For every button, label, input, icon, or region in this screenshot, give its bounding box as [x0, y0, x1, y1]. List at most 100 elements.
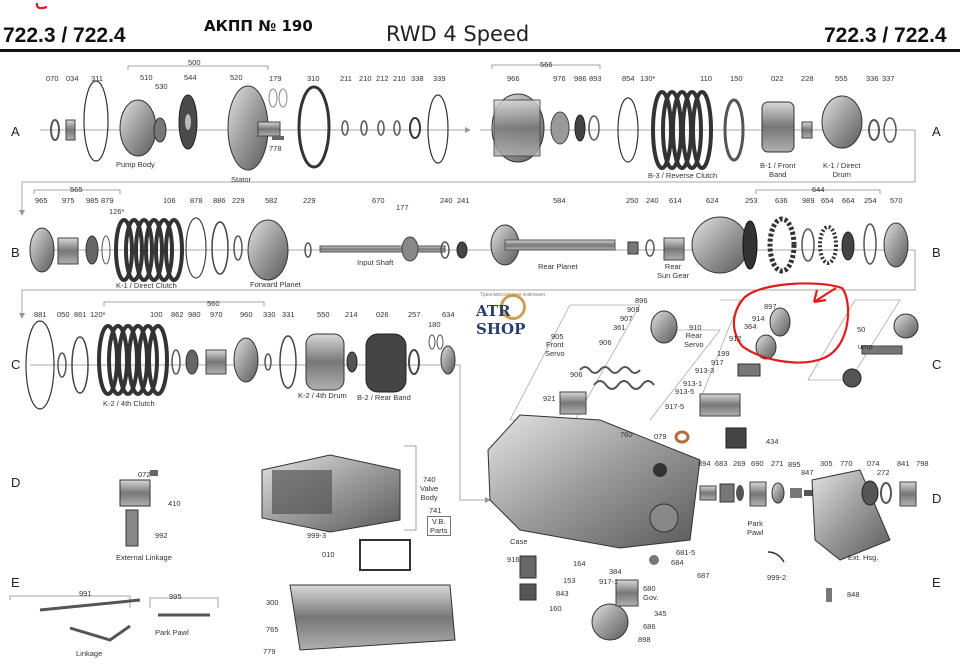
part-number: 240	[440, 196, 453, 205]
label-rear-servo-line1: Rear	[685, 331, 702, 340]
label-b1-line1: B-1 / Front	[760, 161, 796, 170]
label-rear-servo-line2: Servo	[684, 340, 704, 349]
label-k1-drum-line1: K-1 / Direct	[823, 161, 861, 170]
part-number: 106	[163, 196, 176, 205]
part-number: 211	[340, 74, 352, 83]
part-number: 331	[282, 310, 295, 319]
model-right: 722.3 / 722.4	[824, 24, 947, 47]
flow-line-c	[30, 364, 491, 503]
label-gov: Gov.	[643, 593, 659, 602]
part-number: 841	[897, 459, 910, 468]
row-label-a-right: A	[932, 124, 941, 139]
atr-shop-logo: Трансмиссионная компания ATR SHOP	[472, 290, 562, 338]
part-number: 110	[700, 74, 712, 83]
part-number: 917-5	[665, 402, 685, 411]
part-number: 253	[745, 196, 758, 205]
part-number: 917-1	[599, 577, 619, 586]
part-number: 570	[890, 196, 903, 205]
part-number: 177	[396, 203, 409, 212]
part-number: 681-5	[676, 548, 696, 557]
part-number: 210	[393, 74, 406, 83]
part-number: 910	[689, 323, 702, 332]
row-label-e-right: E	[932, 575, 941, 590]
row-label-a-left: A	[11, 124, 20, 139]
label-forward-planet: Forward Planet	[250, 280, 301, 289]
part-number: 624	[706, 196, 719, 205]
part-number: 992	[155, 531, 168, 540]
page-title: RWD 4 Speed	[386, 22, 530, 46]
part-number: 120*	[90, 310, 106, 319]
logo-text: ATR SHOP	[476, 302, 526, 338]
part-number: 636	[775, 196, 788, 205]
part-number: 272	[877, 468, 890, 477]
label-front-servo-line2: Servo	[545, 349, 565, 358]
part-number: 798	[916, 459, 929, 468]
part-number: 741	[429, 506, 442, 515]
label-pump-fragment: ump	[858, 342, 873, 351]
label-b3: B-3 / Reverse Clutch	[648, 171, 718, 180]
part-number: 582	[265, 196, 278, 205]
gear-icon	[500, 294, 526, 320]
part-number: 654	[821, 196, 834, 205]
part-number: 566	[540, 60, 553, 69]
part-number: 305	[820, 459, 833, 468]
part-number: 914	[752, 314, 765, 323]
part-number: 986	[574, 74, 587, 83]
label-b2: B-2 / Rear Band	[357, 393, 411, 402]
part-number: 664	[842, 196, 855, 205]
label-b1-line2: Band	[768, 170, 787, 179]
red-mark-icon	[35, 2, 49, 10]
part-number: 311	[91, 74, 103, 83]
part-number: 921	[543, 394, 556, 403]
label-k2-drum: K-2 / 4th Drum	[298, 391, 347, 400]
label-front-servo-line1: Front	[546, 340, 564, 349]
part-number: 906	[570, 370, 583, 379]
part-number: 338	[411, 74, 424, 83]
part-number: 250	[626, 196, 639, 205]
label-rear-sun-line1: Rear	[664, 262, 682, 271]
label-rear-sun-gear: Rear Sun Gear	[657, 262, 689, 280]
part-number: 999-3	[307, 531, 327, 540]
part-number: 862	[171, 310, 184, 319]
part-number: 070	[46, 74, 59, 83]
part-number: 843	[556, 589, 569, 598]
model-left: 722.3 / 722.4	[3, 24, 126, 47]
lower-left-parts	[39, 454, 456, 651]
akpp-number: АКПП № 190	[204, 17, 313, 35]
part-number: 644	[812, 185, 825, 194]
part-number: 686	[643, 622, 656, 631]
part-number: 905	[551, 332, 564, 341]
part-number: 550	[317, 310, 330, 319]
label-valve-body: Valve Body	[420, 484, 438, 502]
part-number: 229	[232, 196, 245, 205]
label-external-linkage: External Linkage	[116, 553, 172, 562]
part-number: 906	[599, 338, 612, 347]
label-park-pawl-line2: Pawl	[747, 528, 764, 537]
row-label-e-left: E	[11, 575, 20, 590]
part-number: 770	[840, 459, 853, 468]
label-front-servo: Front Servo	[545, 340, 565, 358]
part-number: 257	[408, 310, 421, 319]
part-number: 966	[507, 74, 520, 83]
row-label-c-right: C	[932, 357, 942, 372]
part-number: 861	[74, 310, 87, 319]
part-number: 684	[671, 558, 684, 567]
row-label-d-left: D	[11, 475, 21, 490]
part-number: 913-1	[683, 379, 703, 388]
part-number: 345	[654, 609, 667, 618]
part-number: 909	[627, 305, 640, 314]
flow-line-b	[19, 249, 916, 319]
part-number: 254	[864, 196, 877, 205]
label-input-shaft: Input Shaft	[357, 258, 394, 267]
part-number: 199	[717, 349, 730, 358]
part-number: 300	[266, 598, 279, 607]
label-k1-drum: K-1 / Direct Drum	[823, 161, 861, 179]
part-number: 130*	[640, 74, 656, 83]
part-number: 917	[711, 358, 724, 367]
part-number: 555	[835, 74, 848, 83]
label-vb-parts-line2: Parts	[430, 526, 448, 535]
part-number: 022	[771, 74, 784, 83]
part-number: 026	[376, 310, 389, 319]
part-number: 410	[168, 499, 181, 508]
part-number: 565	[70, 185, 83, 194]
